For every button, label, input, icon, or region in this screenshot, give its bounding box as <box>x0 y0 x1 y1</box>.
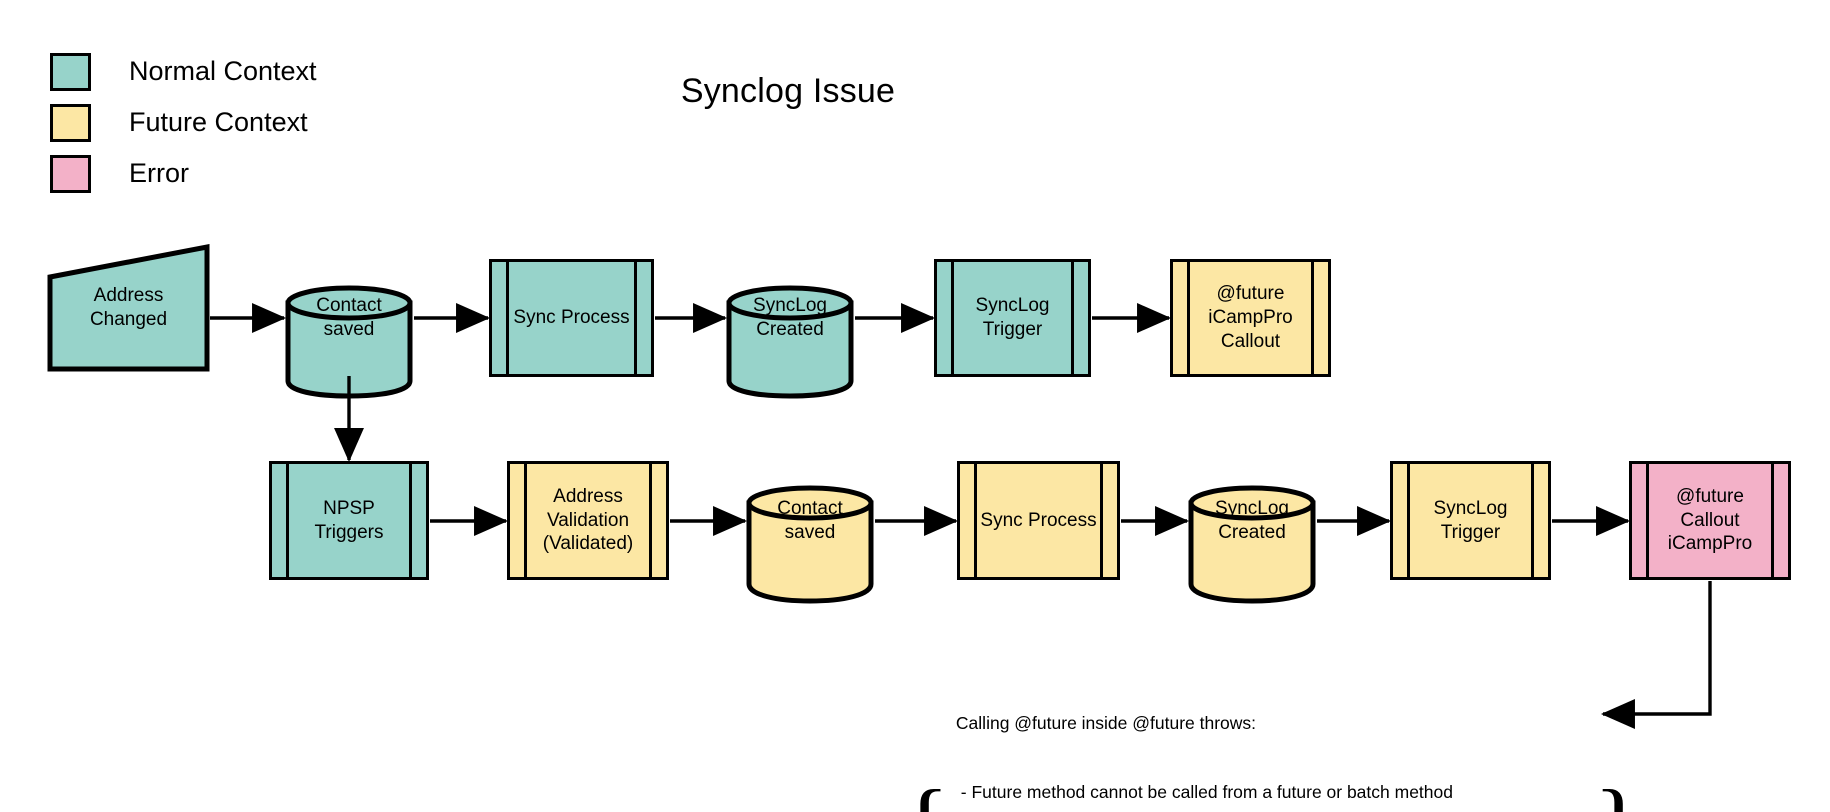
node-label: @future Callout iCampPro <box>1667 485 1753 555</box>
cylinder-shape <box>285 261 413 399</box>
node-synclog-trigger-row1[interactable]: SyncLog Trigger <box>934 259 1091 377</box>
node-npsp-triggers[interactable]: NPSP Triggers <box>269 461 429 580</box>
node-label: Address Changed <box>89 285 168 330</box>
legend-label-future-context: Future Context <box>129 107 308 137</box>
node-label: Sync Process <box>980 509 1097 531</box>
node-label: @future iCampPro Callout <box>1208 283 1293 352</box>
right-brace: } <box>1593 774 1643 812</box>
cylinder-shape <box>746 461 874 604</box>
node-label: Address Validation (Validated) <box>542 485 634 555</box>
node-label: Contact saved <box>777 497 843 543</box>
legend-item-error: Error <box>50 148 317 199</box>
page-title-text: Synclog Issue <box>680 72 896 110</box>
node-label: Sync Process <box>513 307 630 329</box>
node-address-changed[interactable]: Address Changed <box>47 244 210 372</box>
legend-swatch-error <box>50 154 91 193</box>
note-line-1: Calling @future inside @future throws: <box>955 713 1257 733</box>
note-line-2: - Future method cannot be called from a … <box>955 782 1453 802</box>
node-label: Contact saved <box>316 295 382 340</box>
page-title: Synclog Issue <box>0 72 1830 111</box>
cylinder-shape <box>726 261 854 399</box>
node-future-icamppro-callout-row1[interactable]: @future iCampPro Callout <box>1170 259 1331 377</box>
node-synclog-trigger-row2[interactable]: SyncLog Trigger <box>1390 461 1551 580</box>
legend-label-error: Error <box>129 158 189 188</box>
legend: Normal Context Future Context Error <box>50 46 317 199</box>
node-label: SyncLog Created <box>1215 497 1289 543</box>
node-label: SyncLog Trigger <box>975 295 1050 340</box>
node-sync-process-row2[interactable]: Sync Process <box>957 461 1120 580</box>
legend-item-normal-context: Normal Context <box>50 46 317 97</box>
node-future-callout-icamppro-error[interactable]: @future Callout iCampPro <box>1629 461 1791 580</box>
cylinder-shape <box>1188 461 1316 604</box>
trapezoid-shape <box>47 244 210 372</box>
note-lines: Calling @future inside @future throws: -… <box>956 666 1585 812</box>
legend-swatch-future-context <box>50 103 91 142</box>
node-contact-saved-row2[interactable]: Contact saved <box>746 461 874 604</box>
node-label: NPSP Triggers <box>314 497 384 543</box>
node-label: SyncLog Created <box>753 295 827 340</box>
left-brace: { <box>900 774 950 812</box>
note-block: { Calling @future inside @future throws:… <box>900 666 1643 812</box>
node-contact-saved-row1[interactable]: Contact saved <box>285 261 413 399</box>
node-address-validation[interactable]: Address Validation (Validated) <box>507 461 669 580</box>
node-synclog-created-row1[interactable]: SyncLog Created <box>726 261 854 399</box>
node-sync-process-row1[interactable]: Sync Process <box>489 259 654 377</box>
node-label: SyncLog Trigger <box>1433 497 1508 543</box>
node-synclog-created-row2[interactable]: SyncLog Created <box>1188 461 1316 604</box>
legend-item-future-context: Future Context <box>50 97 317 148</box>
legend-swatch-normal-context <box>50 52 91 91</box>
legend-label-normal-context: Normal Context <box>129 56 317 86</box>
